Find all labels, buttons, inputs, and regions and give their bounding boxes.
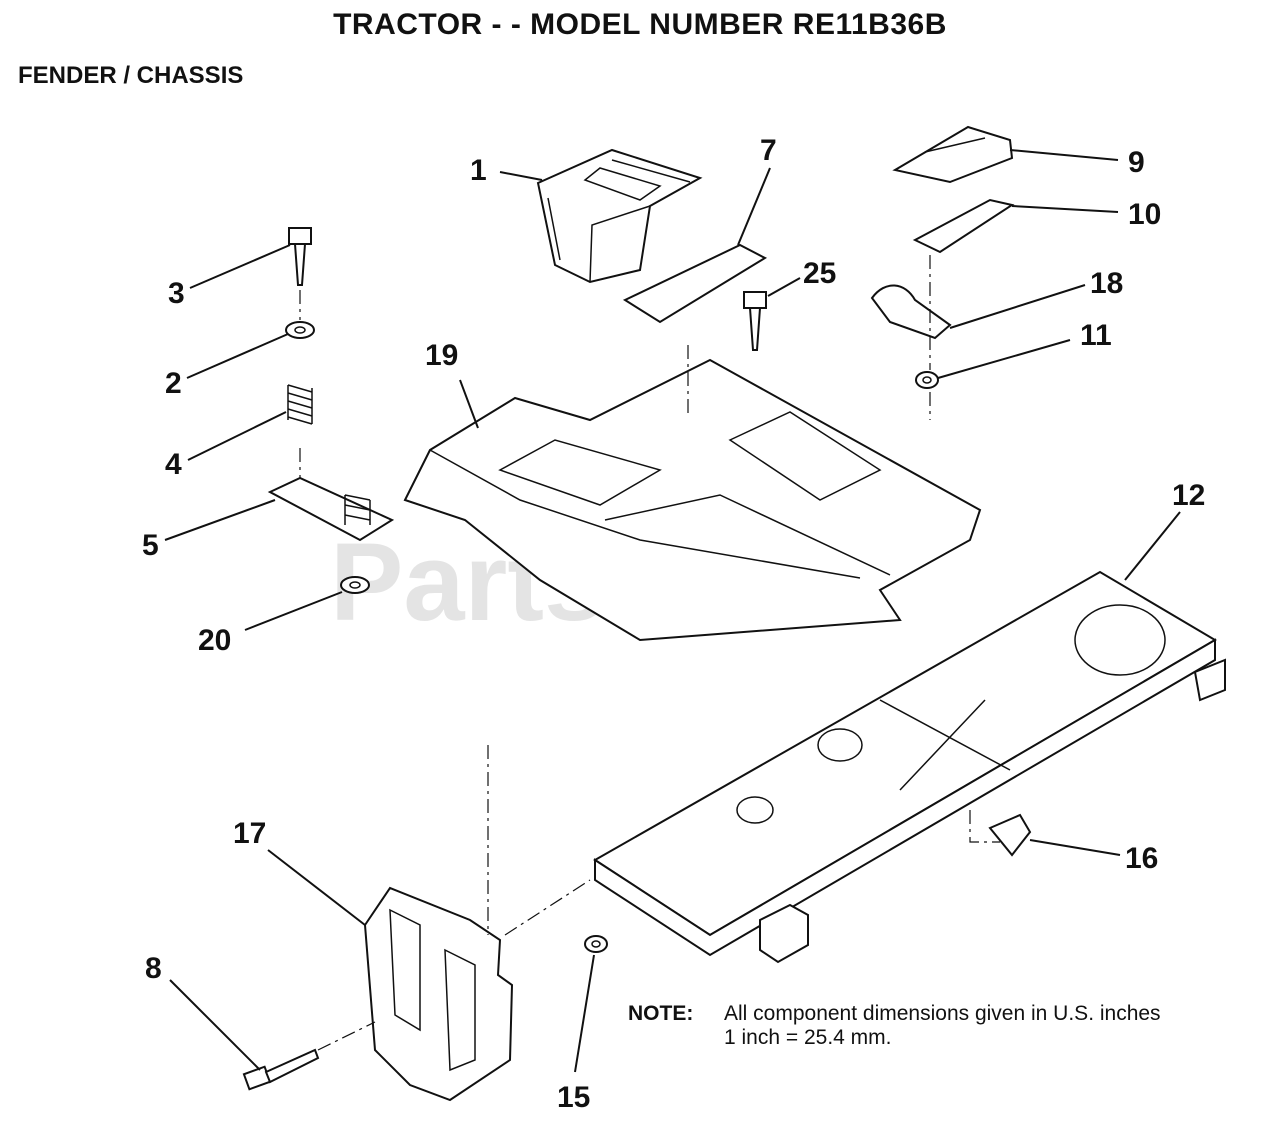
callout-4: 4 bbox=[165, 448, 182, 481]
part-3-bolt[interactable] bbox=[288, 227, 312, 286]
part-4-spring[interactable] bbox=[287, 384, 313, 425]
part-25-screw[interactable] bbox=[743, 291, 767, 351]
callout-7: 7 bbox=[760, 134, 777, 167]
note-line-1: All component dimensions given in U.S. i… bbox=[724, 1002, 1161, 1025]
part-2-washer[interactable] bbox=[285, 321, 315, 339]
callout-3: 3 bbox=[168, 277, 185, 310]
callout-8: 8 bbox=[145, 952, 162, 985]
part-20-washer[interactable] bbox=[340, 576, 370, 594]
part-5-spring-plate[interactable] bbox=[267, 476, 395, 542]
callout-9: 9 bbox=[1128, 146, 1145, 179]
callout-16: 16 bbox=[1125, 842, 1158, 875]
leader-lines bbox=[164, 149, 1181, 1073]
note-line-2: 1 inch = 25.4 mm. bbox=[724, 1026, 892, 1049]
callout-2: 2 bbox=[165, 367, 182, 400]
callout-17: 17 bbox=[233, 817, 266, 850]
callout-5: 5 bbox=[142, 529, 159, 562]
part-1-battery-box[interactable] bbox=[536, 148, 703, 284]
part-15-nut[interactable] bbox=[584, 935, 608, 953]
part-10-plate[interactable] bbox=[912, 198, 1015, 254]
callout-labels: 1 7 9 10 25 18 3 11 2 19 4 12 5 20 16 17… bbox=[142, 134, 1205, 1114]
diagram-title: TRACTOR - - MODEL NUMBER RE11B36B bbox=[333, 8, 947, 41]
callout-12: 12 bbox=[1172, 479, 1205, 512]
callout-15: 15 bbox=[557, 1081, 590, 1114]
callout-10: 10 bbox=[1128, 198, 1161, 231]
callout-11: 11 bbox=[1080, 319, 1112, 352]
callout-25: 25 bbox=[803, 257, 836, 290]
part-9-cover[interactable] bbox=[892, 125, 1014, 184]
callout-19: 19 bbox=[425, 339, 458, 372]
dimensions-note: NOTE: All component dimensions given in U… bbox=[628, 1002, 1161, 1050]
part-19-fender[interactable] bbox=[403, 358, 982, 642]
callout-18: 18 bbox=[1090, 267, 1123, 300]
part-16-bracket[interactable] bbox=[988, 813, 1032, 857]
part-7-pad[interactable] bbox=[622, 243, 768, 324]
part-18-bracket[interactable] bbox=[870, 284, 952, 340]
part-12-chassis[interactable] bbox=[593, 570, 1226, 964]
part-11-nut[interactable] bbox=[915, 371, 939, 389]
part-17-front-plate[interactable] bbox=[363, 886, 514, 1102]
callout-20: 20 bbox=[198, 624, 231, 657]
note-label: NOTE: bbox=[628, 1002, 694, 1025]
part-8-bolt[interactable] bbox=[242, 1048, 320, 1091]
section-subtitle: FENDER / CHASSIS bbox=[18, 62, 244, 89]
callout-1: 1 bbox=[470, 154, 487, 187]
